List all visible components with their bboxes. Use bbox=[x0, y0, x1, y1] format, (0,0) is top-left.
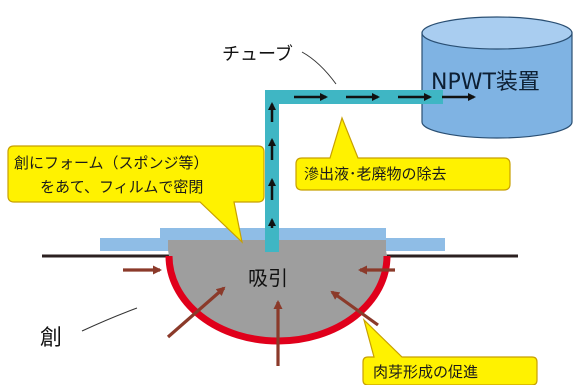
tube-stub bbox=[265, 228, 279, 252]
leader-lines bbox=[81, 51, 337, 332]
flow-arrows bbox=[268, 93, 476, 240]
wound-leader bbox=[81, 307, 138, 332]
tube-path bbox=[265, 90, 443, 252]
foam-callout-line2: をあて、フィルムで密閉 bbox=[40, 178, 204, 196]
wound-label: 創 bbox=[40, 326, 63, 351]
foam bbox=[168, 240, 387, 341]
tube-leader bbox=[301, 51, 337, 85]
exudate-callout-shape bbox=[295, 116, 511, 191]
foam-callout-line1: 創にフォーム（スポンジ等） bbox=[14, 154, 209, 172]
suction-label: 吸引 bbox=[248, 266, 288, 290]
granulation-callout-label: 肉芽形成の促進 bbox=[373, 363, 479, 381]
inward-arrow-4 bbox=[330, 290, 379, 327]
device-label: NPWT装置 bbox=[431, 70, 540, 95]
npwt-device bbox=[421, 16, 573, 139]
inward-arrow-2 bbox=[166, 286, 226, 339]
inward-arrows bbox=[123, 265, 395, 366]
exudate-callout-label: 滲出液･老廃物の除去 bbox=[304, 165, 447, 183]
foam-callout-shape bbox=[7, 145, 265, 244]
tube bbox=[265, 90, 443, 252]
device-body bbox=[421, 32, 573, 139]
device-top bbox=[421, 16, 573, 50]
tube-label: チューブ bbox=[222, 44, 293, 65]
